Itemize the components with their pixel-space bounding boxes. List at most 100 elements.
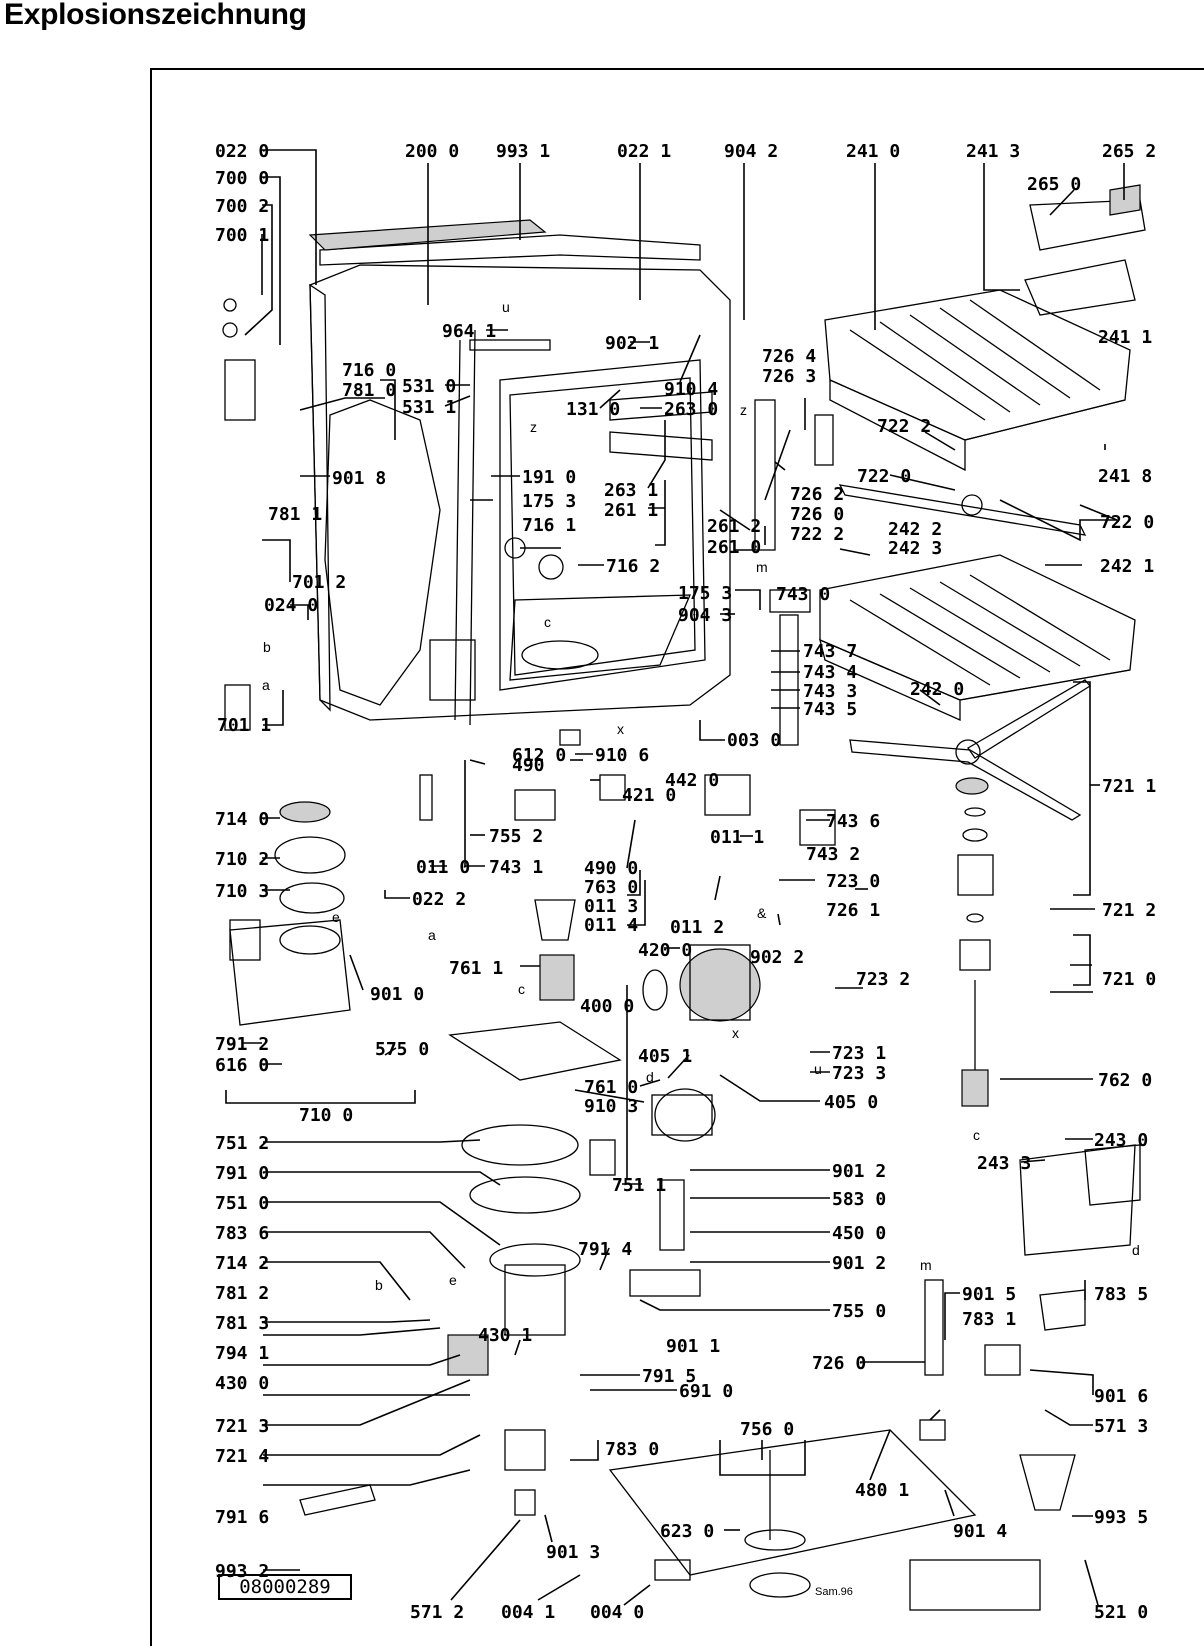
- part-label-901-1: 901 1: [666, 1336, 720, 1357]
- part-label-701-2: 701 2: [292, 572, 346, 593]
- diagram-frame: [150, 68, 1204, 1646]
- ref-letter-ampersand: &: [757, 905, 767, 921]
- part-label-901-2: 901 2: [832, 1161, 886, 1182]
- part-label-175-3: 175 3: [522, 491, 576, 512]
- part-label-783-0: 783 0: [605, 1439, 659, 1460]
- part-label-901-2-b: 901 2: [832, 1253, 886, 1274]
- part-label-901-8: 901 8: [332, 468, 386, 489]
- pump-motor-drawing: [629, 944, 761, 1297]
- part-label-904-2: 904 2: [724, 141, 778, 162]
- page-heading: Explosionszeichnung: [4, 0, 307, 31]
- part-label-993-1: 993 1: [496, 141, 550, 162]
- part-label-430-1: 430 1: [478, 1325, 532, 1346]
- part-label-531-0: 531 0: [402, 376, 456, 397]
- part-label-421-0: 421 0: [622, 785, 676, 806]
- part-label-261-2: 261 2: [707, 516, 761, 537]
- part-label-726-3: 726 3: [762, 366, 816, 387]
- part-label-781-3: 781 3: [215, 1313, 269, 1334]
- part-label-261-0: 261 0: [707, 537, 761, 558]
- part-label-964-1: 964 1: [442, 321, 496, 342]
- part-label-243-0: 243 0: [1094, 1130, 1148, 1151]
- part-label-743-4: 743 4: [803, 662, 857, 683]
- part-label-761-1: 761 1: [449, 958, 503, 979]
- part-label-405-0: 405 0: [824, 1092, 878, 1113]
- part-label-011-4: 011 4: [584, 915, 638, 936]
- part-label-755-0: 755 0: [832, 1301, 886, 1322]
- part-label-714-2: 714 2: [215, 1253, 269, 1274]
- part-label-716-2: 716 2: [606, 556, 660, 577]
- part-label-902-2: 902 2: [750, 947, 804, 968]
- ref-letter-x: x: [617, 721, 624, 737]
- part-label-405-1: 405 1: [638, 1046, 692, 1067]
- part-label-175-3-b: 175 3: [678, 583, 732, 604]
- part-label-901-6: 901 6: [1094, 1386, 1148, 1407]
- part-label-781-1: 781 1: [268, 504, 322, 525]
- part-label-480-1: 480 1: [855, 1480, 909, 1501]
- part-label-710-3: 710 3: [215, 881, 269, 902]
- part-label-430-0: 430 0: [215, 1373, 269, 1394]
- part-label-022-2: 022 2: [412, 889, 466, 910]
- part-label-901-5: 901 5: [962, 1284, 1016, 1305]
- part-label-700-1: 700 1: [215, 225, 269, 246]
- part-label-241-3: 241 3: [966, 141, 1020, 162]
- part-label-783-6: 783 6: [215, 1223, 269, 1244]
- part-label-700-0: 700 0: [215, 168, 269, 189]
- part-label-781-2: 781 2: [215, 1283, 269, 1304]
- part-label-726-4: 726 4: [762, 346, 816, 367]
- part-label-011-0: 011 0: [416, 857, 470, 878]
- part-label-726-1: 726 1: [826, 900, 880, 921]
- drawing-stamp: Sam.96: [815, 1586, 853, 1598]
- part-label-743-0: 743 0: [776, 584, 830, 605]
- part-label-722-0-top: 722 0: [857, 466, 911, 487]
- ref-letter-m: m: [756, 559, 768, 575]
- part-label-791-2: 791 2: [215, 1034, 269, 1055]
- part-label-241-1: 241 1: [1098, 327, 1152, 348]
- part-label-714-0: 714 0: [215, 809, 269, 830]
- part-label-700-2: 700 2: [215, 196, 269, 217]
- part-label-755-2: 755 2: [489, 826, 543, 847]
- part-label-783-1: 783 1: [962, 1309, 1016, 1330]
- ref-letter-a: a: [262, 677, 270, 693]
- ref-letter-a: a: [428, 927, 436, 943]
- part-label-131-0: 131 0: [566, 399, 620, 420]
- ref-letter-d: d: [646, 1069, 654, 1085]
- part-label-265-2: 265 2: [1102, 141, 1156, 162]
- part-label-022-1: 022 1: [617, 141, 671, 162]
- part-label-723-0: 723 0: [826, 871, 880, 892]
- lower-basket-drawing: [819, 554, 1136, 722]
- drawing-number: 08000289: [218, 1574, 352, 1600]
- part-label-726-0: 726 0: [812, 1353, 866, 1374]
- ref-letter-e: e: [449, 1272, 457, 1288]
- part-label-531-1: 531 1: [402, 397, 456, 418]
- right-column-parts-drawing: [955, 777, 1141, 1256]
- ref-letter-x: x: [732, 1025, 739, 1041]
- ref-letter-z: z: [530, 419, 537, 435]
- part-label-710-2: 710 2: [215, 849, 269, 870]
- part-label-756-0: 756 0: [740, 1419, 794, 1440]
- part-label-616-0: 616 0: [215, 1055, 269, 1076]
- ref-letter-b: b: [375, 1277, 383, 1293]
- tub-frame-drawing: [308, 219, 731, 726]
- part-label-902-1: 902 1: [605, 333, 659, 354]
- leader-lines: [225, 149, 1125, 1606]
- part-label-716-0: 716 0: [342, 360, 396, 381]
- part-label-400-0: 400 0: [580, 996, 634, 1017]
- part-label-763-0: 763 0: [584, 877, 638, 898]
- part-label-901-4: 901 4: [953, 1521, 1007, 1542]
- part-label-904-3: 904 3: [678, 605, 732, 626]
- part-label-191-0: 191 0: [522, 467, 576, 488]
- part-label-783-5: 783 5: [1094, 1284, 1148, 1305]
- part-label-726-0-top: 726 0: [790, 504, 844, 525]
- ref-letter-u: u: [814, 1061, 822, 1077]
- part-label-743-1: 743 1: [489, 857, 543, 878]
- base-plate-drawing: [608, 1429, 977, 1598]
- part-label-003-0: 003 0: [727, 730, 781, 751]
- part-label-726-2: 726 2: [790, 484, 844, 505]
- part-label-011-1: 011 1: [710, 827, 764, 848]
- part-label-993-2: 993 2: [215, 1561, 269, 1582]
- part-label-612-0: 612 0: [512, 745, 566, 766]
- ref-letter-e: e: [332, 909, 340, 925]
- part-label-901-0: 901 0: [370, 984, 424, 1005]
- water-softener-drawing: [229, 801, 351, 1026]
